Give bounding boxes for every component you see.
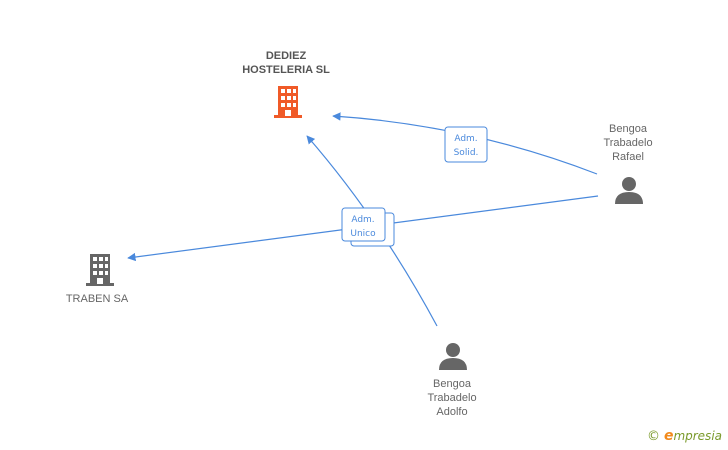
- copyright-icon: ©: [646, 428, 660, 444]
- building-icon-traben[interactable]: [86, 254, 114, 286]
- node-label-rafael[interactable]: Bengoa Trabadelo Rafael: [603, 123, 653, 163]
- brand-logo: empresia: [663, 428, 722, 444]
- node-label-adolfo[interactable]: Bengoa Trabadelo Adolfo: [427, 378, 477, 418]
- edge-label-solid-line1: Adm.: [454, 134, 477, 144]
- edge-label-solid-line2: Solid.: [454, 148, 479, 158]
- edge-label-adm-unico: Adm. Unico: [341, 207, 395, 247]
- edge-label-unico-line1: Adm.: [351, 215, 374, 225]
- edge-label-adm-solid: Adm. Solid.: [444, 126, 488, 163]
- footer-brand: © empresia: [647, 428, 722, 444]
- person-icon-adolfo[interactable]: [439, 343, 467, 370]
- node-label-traben[interactable]: TRABEN SA: [65, 293, 129, 305]
- building-icon-dediez[interactable]: [274, 86, 302, 118]
- node-label-dediez[interactable]: DEDIEZ HOSTELERIA SL: [242, 50, 330, 76]
- edge-label-unico-line2: Unico: [350, 229, 376, 239]
- person-icon-rafael[interactable]: [615, 177, 643, 204]
